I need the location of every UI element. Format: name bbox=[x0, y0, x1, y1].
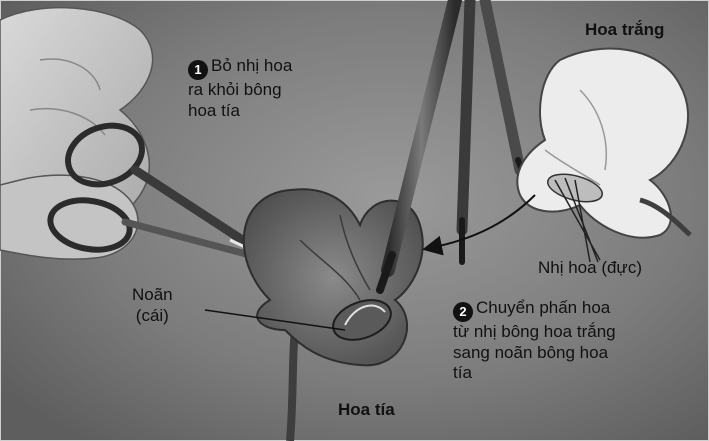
step-2-label: 2Chuyển phấn hoa từ nhị bông hoa trắng s… bbox=[453, 298, 616, 384]
step-1-line-3: hoa tía bbox=[188, 101, 292, 122]
step-1-badge: 1 bbox=[188, 60, 208, 80]
stamen-label: Nhị hoa (đực) bbox=[538, 258, 642, 279]
step-1-line-2: ra khỏi bông bbox=[188, 80, 292, 101]
pistil-label-line-1: Noãn bbox=[132, 285, 173, 306]
pistil-label: Noãn (cái) bbox=[132, 285, 173, 326]
pistil-label-line-2: (cái) bbox=[132, 306, 173, 327]
step-2-line-1: Chuyển phấn hoa bbox=[476, 298, 610, 317]
step-2-line-3: sang noãn bông hoa bbox=[453, 343, 616, 364]
step-2-line-4: tía bbox=[453, 363, 616, 384]
white-flower-label: Hoa trắng bbox=[585, 20, 664, 41]
step-2-badge: 2 bbox=[453, 302, 473, 322]
step-1-label: 1Bỏ nhị hoa ra khỏi bông hoa tía bbox=[188, 56, 292, 121]
purple-flower-label: Hoa tía bbox=[338, 400, 395, 421]
step-1-line-1: Bỏ nhị hoa bbox=[211, 56, 292, 75]
step-2-line-2: từ nhị bông hoa trắng bbox=[453, 322, 616, 343]
